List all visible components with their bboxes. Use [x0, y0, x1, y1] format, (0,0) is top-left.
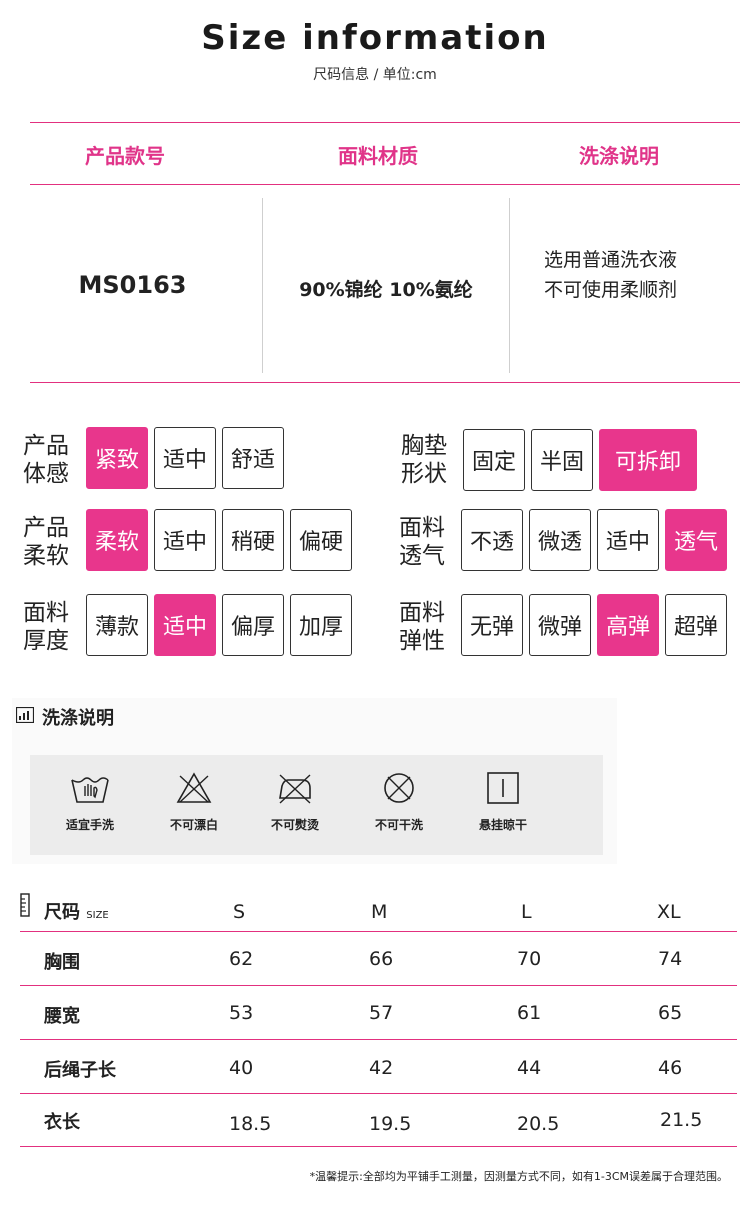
page-title: Size information — [201, 18, 549, 58]
page-subtitle: 尺码信息 / 单位:cm — [313, 67, 437, 83]
size-cell: 40 — [229, 1057, 254, 1079]
wash-item-label: 不可熨烫 — [270, 818, 319, 832]
size-column-header: L — [521, 901, 532, 923]
size-cell: 62 — [229, 948, 254, 970]
size-column-header: S — [233, 901, 246, 923]
size-cell: 42 — [369, 1057, 394, 1079]
no-bleach-icon — [176, 772, 212, 803]
option-chip: 紧致 — [86, 427, 148, 489]
wash-item-label: 悬挂晾干 — [478, 818, 527, 832]
option-chip: 高弹 — [597, 594, 659, 656]
wash-item-label: 不可漂白 — [169, 818, 218, 832]
wash-item: 不可干洗 — [349, 770, 449, 833]
wash-item-label: 适宜手洗 — [65, 818, 114, 832]
size-cell: 65 — [658, 1002, 683, 1024]
option-chip: 柔软 — [86, 509, 148, 571]
size-row-name: 衣长 — [44, 1112, 80, 1133]
option-chip: 加厚 — [290, 594, 352, 656]
size-row-name: 胸围 — [44, 952, 80, 973]
attribute-label: 产品 柔软 — [23, 515, 69, 569]
wash-instruction-line: 选用普通洗衣液 — [544, 249, 678, 271]
option-chip: 超弹 — [665, 594, 727, 656]
attribute-label: 胸垫 形状 — [401, 433, 447, 487]
product-model: MS0163 — [78, 271, 187, 299]
ruler-icon — [20, 893, 34, 921]
size-cell: 66 — [369, 948, 394, 970]
bar-chart-icon — [15, 706, 35, 727]
table-divider — [20, 931, 737, 932]
option-chip: 透气 — [665, 509, 727, 571]
column-divider — [262, 198, 263, 373]
size-cell: 19.5 — [369, 1113, 412, 1135]
option-chip: 偏厚 — [222, 594, 284, 656]
size-table-label: 尺码 SIZE — [44, 902, 109, 923]
divider-bottom — [30, 382, 740, 383]
option-chip: 舒适 — [222, 427, 284, 489]
table-divider — [20, 1039, 737, 1040]
option-chip: 半固 — [531, 429, 593, 491]
divider-mid — [30, 184, 740, 185]
wash-item-label: 不可干洗 — [374, 818, 423, 832]
attribute-label: 面料 透气 — [399, 515, 445, 569]
size-cell: 70 — [517, 948, 542, 970]
header-model: 产品款号 — [85, 144, 165, 168]
attribute-label: 面料 厚度 — [23, 600, 69, 654]
option-chip: 不透 — [461, 509, 523, 571]
size-row-name: 腰宽 — [44, 1006, 80, 1027]
column-divider — [509, 198, 510, 373]
wash-instruction-line: 不可使用柔顺剂 — [544, 279, 678, 301]
option-chip: 微透 — [529, 509, 591, 571]
no-dry-clean-icon — [384, 773, 414, 803]
option-chip: 可拆卸 — [599, 429, 697, 491]
wash-instruction: 选用普通洗衣液 不可使用柔顺剂 — [544, 245, 677, 305]
size-cell: 57 — [369, 1002, 394, 1024]
header-wash: 洗涤说明 — [579, 144, 659, 168]
size-cell: 21.5 — [660, 1109, 703, 1131]
wash-item: 悬挂晾干 — [453, 770, 553, 833]
option-chip: 适中 — [154, 509, 216, 571]
table-divider — [20, 1093, 737, 1094]
wash-item: 适宜手洗 — [40, 770, 140, 833]
wash-section-title: 洗涤说明 — [42, 708, 114, 729]
option-chip: 偏硬 — [290, 509, 352, 571]
option-chip: 固定 — [463, 429, 525, 491]
size-row-name: 后绳子长 — [44, 1060, 116, 1081]
option-chip: 薄款 — [86, 594, 148, 656]
size-cell: 53 — [229, 1002, 254, 1024]
option-chip: 适中 — [597, 509, 659, 571]
divider-top — [30, 122, 740, 123]
wash-icons-panel — [30, 755, 603, 855]
size-cell: 61 — [517, 1002, 542, 1024]
size-cell: 20.5 — [517, 1113, 560, 1135]
size-column-header: XL — [657, 901, 681, 923]
option-chip: 无弹 — [461, 594, 523, 656]
option-chip: 微弹 — [529, 594, 591, 656]
size-cell: 44 — [517, 1057, 542, 1079]
option-chip: 适中 — [154, 427, 216, 489]
size-cell: 74 — [658, 948, 683, 970]
table-divider — [20, 1146, 737, 1147]
size-cell: 18.5 — [229, 1113, 272, 1135]
hang-dry-icon — [487, 772, 519, 804]
attribute-label: 面料 弹性 — [399, 600, 445, 654]
wash-item: 不可熨烫 — [245, 770, 345, 833]
no-iron-icon — [279, 774, 311, 804]
hand-wash-icon — [71, 777, 109, 803]
table-divider — [20, 985, 737, 986]
size-column-header: M — [371, 901, 388, 923]
size-cell: 46 — [658, 1057, 683, 1079]
wash-item: 不可漂白 — [144, 770, 244, 833]
header-material: 面料材质 — [338, 144, 418, 168]
footnote: *温馨提示:全部均为平铺手工测量，因测量方式不同，如有1-3CM误差属于合理范围… — [309, 1170, 728, 1183]
option-chip: 稍硬 — [222, 509, 284, 571]
attribute-label: 产品 体感 — [23, 433, 69, 487]
product-material: 90%锦纶 10%氨纶 — [299, 279, 473, 301]
option-chip: 适中 — [154, 594, 216, 656]
